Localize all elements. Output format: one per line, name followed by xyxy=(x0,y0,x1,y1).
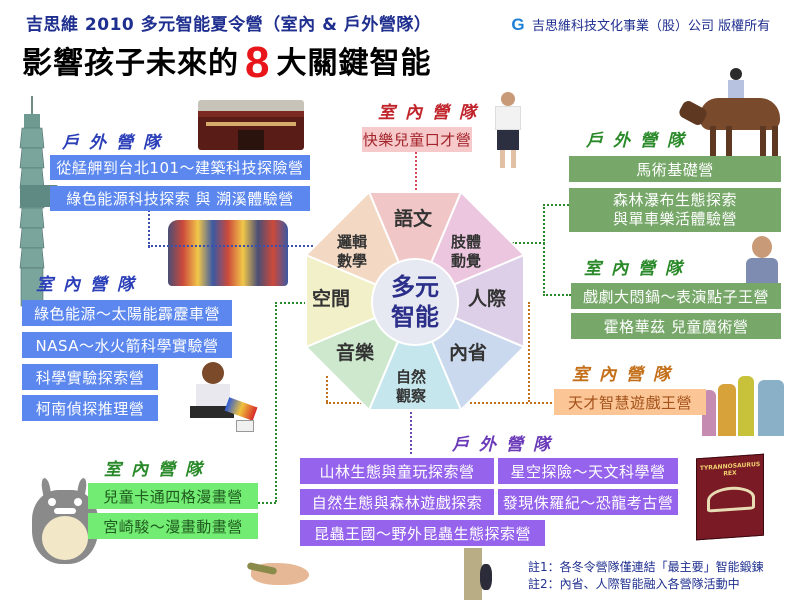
dino-kit-image: TYRANNOSAURUS REX xyxy=(696,453,764,541)
camp-dinosaur[interactable]: 發現侏羅紀～恐龍考古營 xyxy=(498,489,678,515)
connector-green-mid xyxy=(543,294,571,296)
team-label-indoor-green: 室內營隊 xyxy=(584,259,692,279)
boy-uniform-image xyxy=(490,92,526,170)
connector-space xyxy=(280,302,310,304)
connector-orange-h xyxy=(470,402,556,404)
camp-forest-cycling[interactable]: 森林瀑布生態探索 與單車樂活體驗營 xyxy=(569,188,781,232)
connector-orange-v xyxy=(528,302,530,402)
center-line-2: 智能 xyxy=(391,303,439,331)
connector-green-top xyxy=(512,242,545,244)
camp-science-experiment[interactable]: 科學實驗探索營 xyxy=(22,364,158,390)
camp-equestrian[interactable]: 馬術基礎營 xyxy=(569,156,781,182)
camp-water-rocket[interactable]: NASA～水火箭科學實驗營 xyxy=(22,332,232,358)
team-label-outdoor-blue: 戶外營隊 xyxy=(62,133,170,153)
camp-eloquence[interactable]: 快樂兒童口才營 xyxy=(362,127,472,152)
team-label-outdoor-purple: 戶外營隊 xyxy=(452,435,560,455)
note-1: 註1：各冬令營隊僅連結「最主要」智能鍛鍊 xyxy=(528,560,764,574)
segment-linguistic: 語文 xyxy=(393,208,432,230)
camp-green-energy-stream[interactable]: 綠色能源科技探索 與 溯溪體驗營 xyxy=(50,186,310,211)
segment-intrapersonal: 內省 xyxy=(448,342,487,364)
segment-interpersonal: 人際 xyxy=(467,288,506,310)
camp-magic[interactable]: 霍格華茲 兒童魔術營 xyxy=(571,313,781,339)
segment-logical-mathematical: 邏輯 數學 xyxy=(336,233,367,270)
camp-forest-games[interactable]: 自然生態與森林遊戲探索 xyxy=(300,489,494,515)
beetle-image xyxy=(450,548,500,600)
connector-green-top2 xyxy=(543,204,569,206)
camp-game-king[interactable]: 天才智慧遊戲王營 xyxy=(554,389,706,415)
team-label-indoor-blue: 室內營隊 xyxy=(36,275,144,295)
segment-naturalist: 自然 觀察 xyxy=(395,368,426,405)
dino-kit-label: TYRANNOSAURUS REX xyxy=(699,460,761,478)
group-photo-image xyxy=(168,220,288,286)
connector-outdoor-blue-h xyxy=(148,245,320,247)
boy-with-car-image xyxy=(186,362,262,436)
team-label-indoor-lightgreen: 室內營隊 xyxy=(104,460,212,480)
company-credit: G 吉思維科技文化事業（股）公司 版權所有 xyxy=(510,14,771,35)
headline-before: 影響孩子未來的 xyxy=(22,46,239,81)
totoro-image xyxy=(32,477,98,564)
segment-spatial: 空間 xyxy=(311,288,350,310)
connector-outdoor-blue xyxy=(148,210,150,248)
camp-miyazaki-animation[interactable]: 宮崎駿～漫畫動畫營 xyxy=(88,513,258,539)
taipei-101-base xyxy=(20,185,58,207)
connector-music xyxy=(326,376,328,402)
camp-mountain-toys[interactable]: 山林生態與童玩探索營 xyxy=(300,458,494,484)
segment-bodily-kinesthetic: 肢體 動覺 xyxy=(450,233,481,270)
camp-detective[interactable]: 柯南偵探推理營 xyxy=(22,395,158,421)
team-label-outdoor-green: 戶外營隊 xyxy=(586,131,694,151)
center-line-1: 多元 xyxy=(391,273,439,301)
center-multiple-intelligences: 多元 智能 xyxy=(371,258,459,346)
subtitle: 吉思維 2010 多元智能夏令營（室內 & 戶外營隊） xyxy=(26,15,432,35)
team-label-indoor-pink: 室內營隊 xyxy=(378,103,486,123)
camp-comic-strip[interactable]: 兒童卡通四格漫畫營 xyxy=(88,483,258,509)
headline-after: 大關鍵智能 xyxy=(276,46,432,81)
connector-lightgreen-h xyxy=(258,502,276,504)
camp-drama[interactable]: 戲劇大悶鍋～表演點子王營 xyxy=(571,283,781,309)
connector-green-v xyxy=(543,204,545,296)
temple-image xyxy=(198,100,304,150)
hand-lizard-image xyxy=(243,553,311,589)
note-2: 註2：內省、人際智能融入各營隊活動中 xyxy=(528,577,740,591)
costume-children-image xyxy=(702,360,790,438)
team-label-indoor-orange: 室內營隊 xyxy=(572,365,680,385)
connector-pink xyxy=(415,152,417,190)
camp-solar-car[interactable]: 綠色能源～太陽能霹靂車營 xyxy=(22,300,232,326)
horse-rider-image xyxy=(677,68,790,158)
connector-lightgreen-v xyxy=(275,302,277,502)
company-name: 吉思維科技文化事業（股）公司 版權所有 xyxy=(532,19,771,34)
connector-purple xyxy=(410,412,412,454)
camp-insects[interactable]: 昆蟲王國～野外昆蟲生態探索營 xyxy=(300,520,545,546)
company-logo-icon: G xyxy=(511,14,525,34)
headline-number: 8 xyxy=(245,38,271,87)
camp-astronomy[interactable]: 星空探險～天文科學營 xyxy=(498,458,678,484)
camp-architecture[interactable]: 從艋舺到台北101～建築科技探險營 xyxy=(50,155,310,180)
connector-music-h xyxy=(326,402,362,404)
segment-musical: 音樂 xyxy=(335,342,374,364)
